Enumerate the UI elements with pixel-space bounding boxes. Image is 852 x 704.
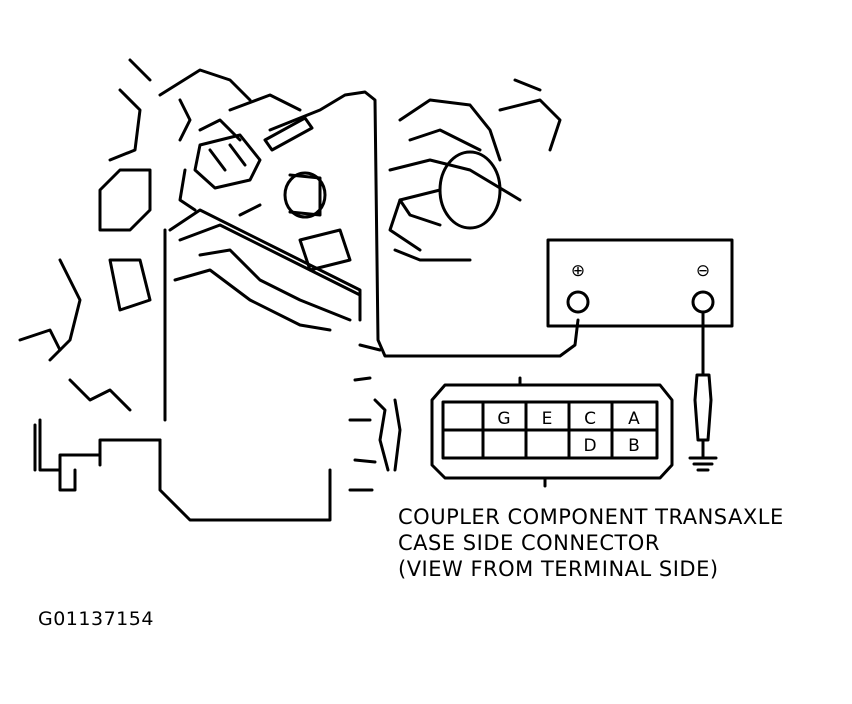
ground-lead [688,310,718,472]
connector-caption: COUPLER COMPONENT TRANSAXLE CASE SIDE CO… [398,504,784,582]
caption-line-2: CASE SIDE CONNECTOR [398,531,660,555]
positive-symbol: ⊕ [571,261,585,281]
pin-label-c: C [584,409,596,429]
negative-symbol: ⊖ [696,261,710,281]
pin-label-a: A [628,409,640,429]
engine-sketch [18,58,562,522]
probe [263,116,314,152]
pin-label-e: E [542,409,553,429]
lead-wire [268,90,580,358]
negative-terminal [691,290,715,314]
figure-id: G01137154 [38,608,154,630]
pin-label-b: B [628,436,640,456]
connector [430,376,674,488]
caption-line-1: COUPLER COMPONENT TRANSAXLE [398,505,784,529]
caption-line-3: (VIEW FROM TERMINAL SIDE) [398,557,719,581]
pin-label-g: G [497,409,510,429]
positive-terminal [566,290,590,314]
connector-pin-labels: G E C A D B [497,409,640,456]
pin-label-d: D [583,436,596,456]
